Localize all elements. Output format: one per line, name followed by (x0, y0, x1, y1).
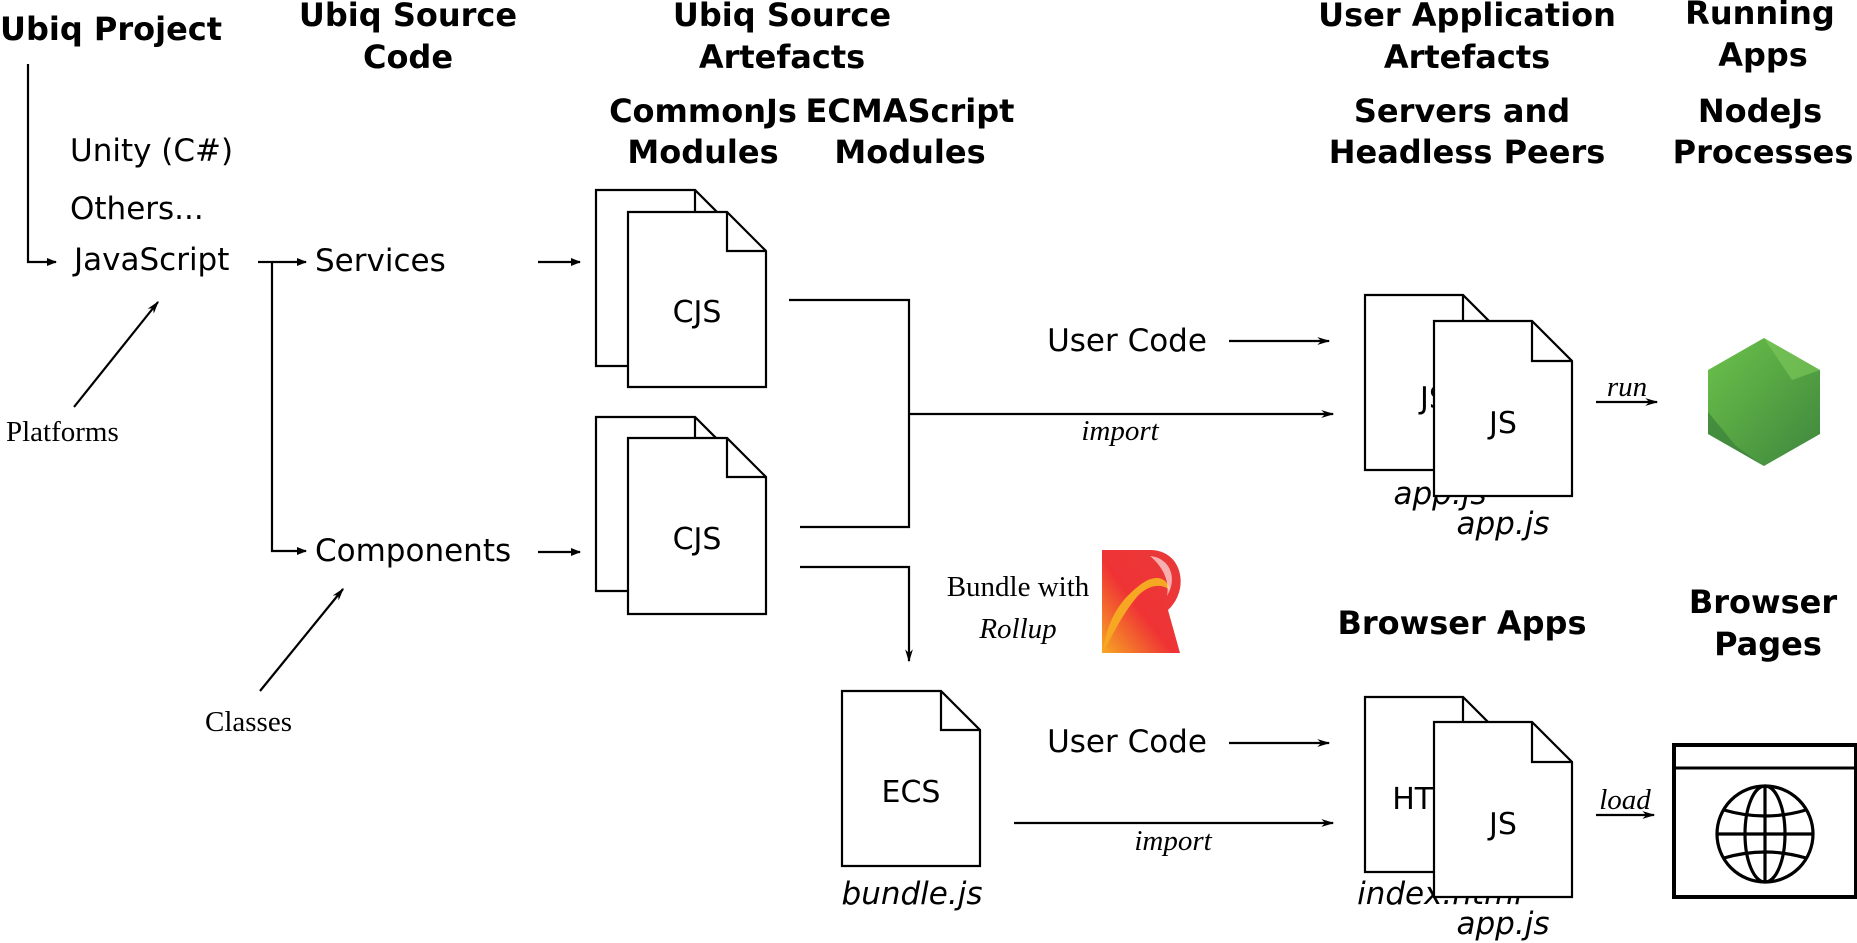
components-label: Components (315, 533, 511, 569)
heading-ecmascript-line-1: ECMAScript (806, 92, 1015, 130)
cjs-components-doc-front (626, 436, 768, 616)
heading-user-app-line-1: User Application (1318, 0, 1616, 34)
heading-source-artefacts-line-1: Ubiq Source (673, 0, 891, 34)
ecs-doc-label: ECS (882, 775, 941, 810)
nodejs-hexagon-icon (1708, 338, 1820, 466)
heading-running-line-1: Running (1685, 0, 1835, 32)
ecs-doc-caption: bundle.js (842, 876, 983, 912)
classes-annotation: Classes (205, 706, 292, 738)
heading-commonjs-modules: CommonJs Modules (609, 92, 797, 171)
browser-front-doc (1432, 720, 1574, 899)
services-label: Services (315, 243, 446, 279)
import-label-top: import (1081, 415, 1159, 447)
ecs-doc-page (840, 689, 982, 868)
heading-browser-apps: Browser Apps (1337, 604, 1586, 642)
heading-browser-pages-line-1: Browser (1689, 583, 1837, 621)
cjs-components-doc-stack: CJS (594, 415, 768, 616)
server-front-doc-label: JS (1487, 406, 1517, 441)
rollup-logo-icon (1102, 550, 1181, 653)
user-code-label-bottom: User Code (1047, 724, 1207, 760)
cjs-services-doc-front (626, 210, 768, 389)
heading-user-app-line-2: Artefacts (1384, 38, 1550, 76)
heading-user-app-artefacts: User Application Artefacts (1318, 0, 1616, 76)
server-front-doc-fold (1530, 321, 1572, 363)
platform-javascript: JavaScript (72, 242, 229, 278)
heading-nodejs-line-2: Processes (1673, 133, 1854, 171)
rollup-label: Rollup (978, 613, 1056, 645)
heading-browser-pages: Browser Pages (1689, 583, 1837, 663)
cjs-services-doc-label: CJS (673, 295, 722, 330)
server-app-doc-stack: JS app.js JS app.js (1363, 293, 1574, 542)
platforms-annotation: Platforms (6, 416, 119, 448)
browser-app-doc-stack: HTML index.html JS app.js (1357, 695, 1574, 942)
globe-icon (1715, 784, 1815, 884)
browser-globe-icon (1672, 743, 1857, 899)
heading-ecmascript-modules: ECMAScript Modules (806, 92, 1015, 171)
cjs-merge-bracket (789, 298, 911, 529)
server-front-doc-caption: app.js (1457, 506, 1550, 542)
heading-nodejs-processes: NodeJs Processes (1673, 92, 1854, 171)
ecs-doc-fold (939, 691, 980, 732)
classes-annotation-arrow (259, 587, 344, 692)
bundle-arrow (800, 565, 913, 663)
heading-ecmascript-line-2: Modules (834, 133, 985, 171)
cjs-services-doc-front-fold (725, 212, 766, 253)
platform-others: Others... (70, 191, 204, 227)
heading-ubiq-project: Ubiq Project (0, 10, 222, 48)
load-label: load (1599, 784, 1651, 816)
server-front-doc (1432, 319, 1574, 498)
cjs-components-doc-front-fold (725, 438, 766, 479)
heading-source-artefacts: Ubiq Source Artefacts (673, 0, 891, 76)
ecs-doc: ECS (840, 689, 982, 868)
cjs-services-doc-stack: CJS (594, 188, 768, 389)
heading-nodejs-line-1: NodeJs (1698, 92, 1822, 130)
heading-servers-headless: Servers and Headless Peers (1329, 92, 1606, 171)
bundle-with-label: Bundle with (947, 571, 1090, 603)
project-to-javascript-arrow (26, 64, 57, 266)
import-label-bottom: import (1134, 825, 1212, 857)
cjs-components-doc-label: CJS (673, 522, 722, 557)
heading-servers-line-2: Headless Peers (1329, 133, 1606, 171)
run-label: run (1607, 371, 1647, 403)
browser-front-doc-caption: app.js (1457, 906, 1550, 942)
heading-browser-pages-line-2: Pages (1714, 625, 1822, 663)
heading-commonjs-line-1: CommonJs (609, 92, 797, 130)
heading-commonjs-line-2: Modules (627, 133, 778, 171)
heading-source-code-line-2: Code (363, 38, 453, 76)
user-code-label-top: User Code (1047, 323, 1207, 359)
browser-front-doc-fold (1530, 722, 1572, 764)
platform-unity: Unity (C#) (70, 133, 233, 169)
heading-source-code: Ubiq Source Code (299, 0, 517, 76)
heading-servers-line-1: Servers and (1354, 92, 1570, 130)
heading-running-apps: Running Apps (1685, 0, 1835, 74)
browser-front-doc-label: JS (1487, 807, 1517, 842)
heading-source-code-line-1: Ubiq Source (299, 0, 517, 34)
to-components-arrow (270, 262, 307, 555)
platforms-annotation-arrow (73, 300, 159, 408)
heading-source-artefacts-line-2: Artefacts (699, 38, 865, 76)
heading-running-line-2: Apps (1718, 36, 1808, 74)
